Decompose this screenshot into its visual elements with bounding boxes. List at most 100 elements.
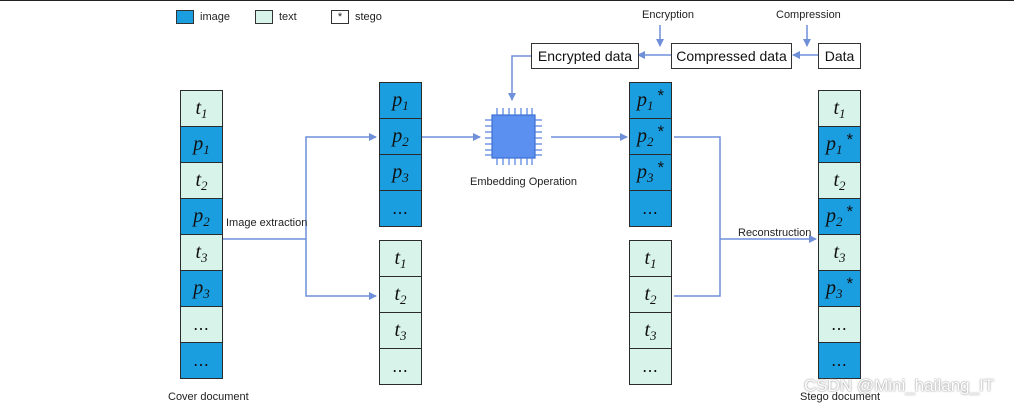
cell-symbol: p <box>636 125 647 147</box>
cell-symbol: p <box>636 89 647 111</box>
cell-subscript: 1 <box>646 97 654 113</box>
cell-symbol: t <box>195 169 202 191</box>
cell-subscript: 3 <box>201 249 208 265</box>
cell-symbol: t <box>195 97 202 119</box>
cell-symbol: p <box>193 133 204 155</box>
cell-subscript: 3 <box>650 327 657 343</box>
cell-symbol: t <box>394 247 401 269</box>
stego-text-out-line <box>674 239 721 297</box>
stego-mark: * <box>657 85 665 105</box>
stego-mark: * <box>657 157 665 177</box>
legend-image-swatch <box>176 10 194 24</box>
cell-symbol: p <box>392 125 403 147</box>
image-extraction-label: Image extraction <box>226 217 308 229</box>
compressed-data-box: Compressed data <box>671 43 792 69</box>
legend-image-label: image <box>200 11 230 23</box>
cell-subscript: 2 <box>402 133 409 149</box>
extraction-to-images-arrow <box>305 133 377 239</box>
cell-symbol: t <box>833 97 840 119</box>
embedding-operation-label: Embedding Operation <box>470 176 578 188</box>
stego-mark: * <box>846 273 854 293</box>
cell-subscript: 2 <box>646 133 654 149</box>
legend-text-swatch <box>255 10 273 24</box>
cell-symbol: t <box>195 241 202 263</box>
stego-mark: * <box>846 129 854 149</box>
stego-document-caption: Stego document <box>800 391 881 403</box>
legend-stego: * stego <box>331 9 382 25</box>
cell-subscript: 3 <box>402 169 409 185</box>
cover-cell: … <box>180 306 223 343</box>
cell-symbol: p <box>193 277 204 299</box>
legend-stego-swatch: * <box>331 10 349 24</box>
cell-symbol: p <box>193 205 204 227</box>
cell-subscript: 2 <box>201 177 208 193</box>
stego-images-cell: … <box>629 190 672 227</box>
cell-symbol: p <box>392 161 403 183</box>
cell-symbol: p <box>825 133 836 155</box>
embedding-chip-icon <box>485 108 542 165</box>
cell-symbol: t <box>394 283 401 305</box>
cell-subscript: 3 <box>646 169 654 185</box>
stego-images-out-line <box>674 136 721 239</box>
cell-subscript: 1 <box>400 255 407 271</box>
cell-symbol: p <box>825 205 836 227</box>
extracted-text-cell: … <box>379 348 422 385</box>
encrypted-to-embedding-arrow <box>508 55 531 101</box>
stego-doc-cell: … <box>818 306 861 343</box>
legend-text: text <box>255 9 297 25</box>
cell-subscript: 3 <box>400 327 407 343</box>
cell-subscript: 2 <box>835 213 843 229</box>
cell-subscript: 1 <box>835 141 843 157</box>
cell-subscript: 1 <box>839 105 846 121</box>
watermark-text: CSDN @Mini_hailang_IT <box>804 376 995 395</box>
compression-label: Compression <box>776 9 841 21</box>
cell-symbol: t <box>644 319 651 341</box>
stego-doc-cell: … <box>818 342 861 379</box>
cell-symbol: p <box>636 161 647 183</box>
extraction-to-text-arrow <box>305 239 377 300</box>
cell-subscript: 1 <box>402 97 409 113</box>
cell-symbol: p <box>825 277 836 299</box>
cell-subscript: 3 <box>835 285 843 301</box>
cell-symbol: t <box>644 283 651 305</box>
cell-subscript: 2 <box>400 291 407 307</box>
cover-cell: … <box>180 342 223 379</box>
cell-subscript: 3 <box>839 249 846 265</box>
cover-document-caption: Cover document <box>168 391 249 403</box>
stego-text-cell: … <box>629 348 672 385</box>
cell-symbol: t <box>644 247 651 269</box>
reconstruction-label: Reconstruction <box>738 227 812 239</box>
legend-stego-label: stego <box>355 11 382 23</box>
stego-mark: * <box>657 121 665 141</box>
extracted-images-cell: … <box>379 190 422 227</box>
cell-symbol: p <box>392 89 403 111</box>
cell-subscript: 2 <box>839 177 846 193</box>
cell-symbol: t <box>833 169 840 191</box>
cell-symbol: t <box>394 319 401 341</box>
cell-subscript: 1 <box>201 105 208 121</box>
cell-subscript: 1 <box>203 141 210 157</box>
